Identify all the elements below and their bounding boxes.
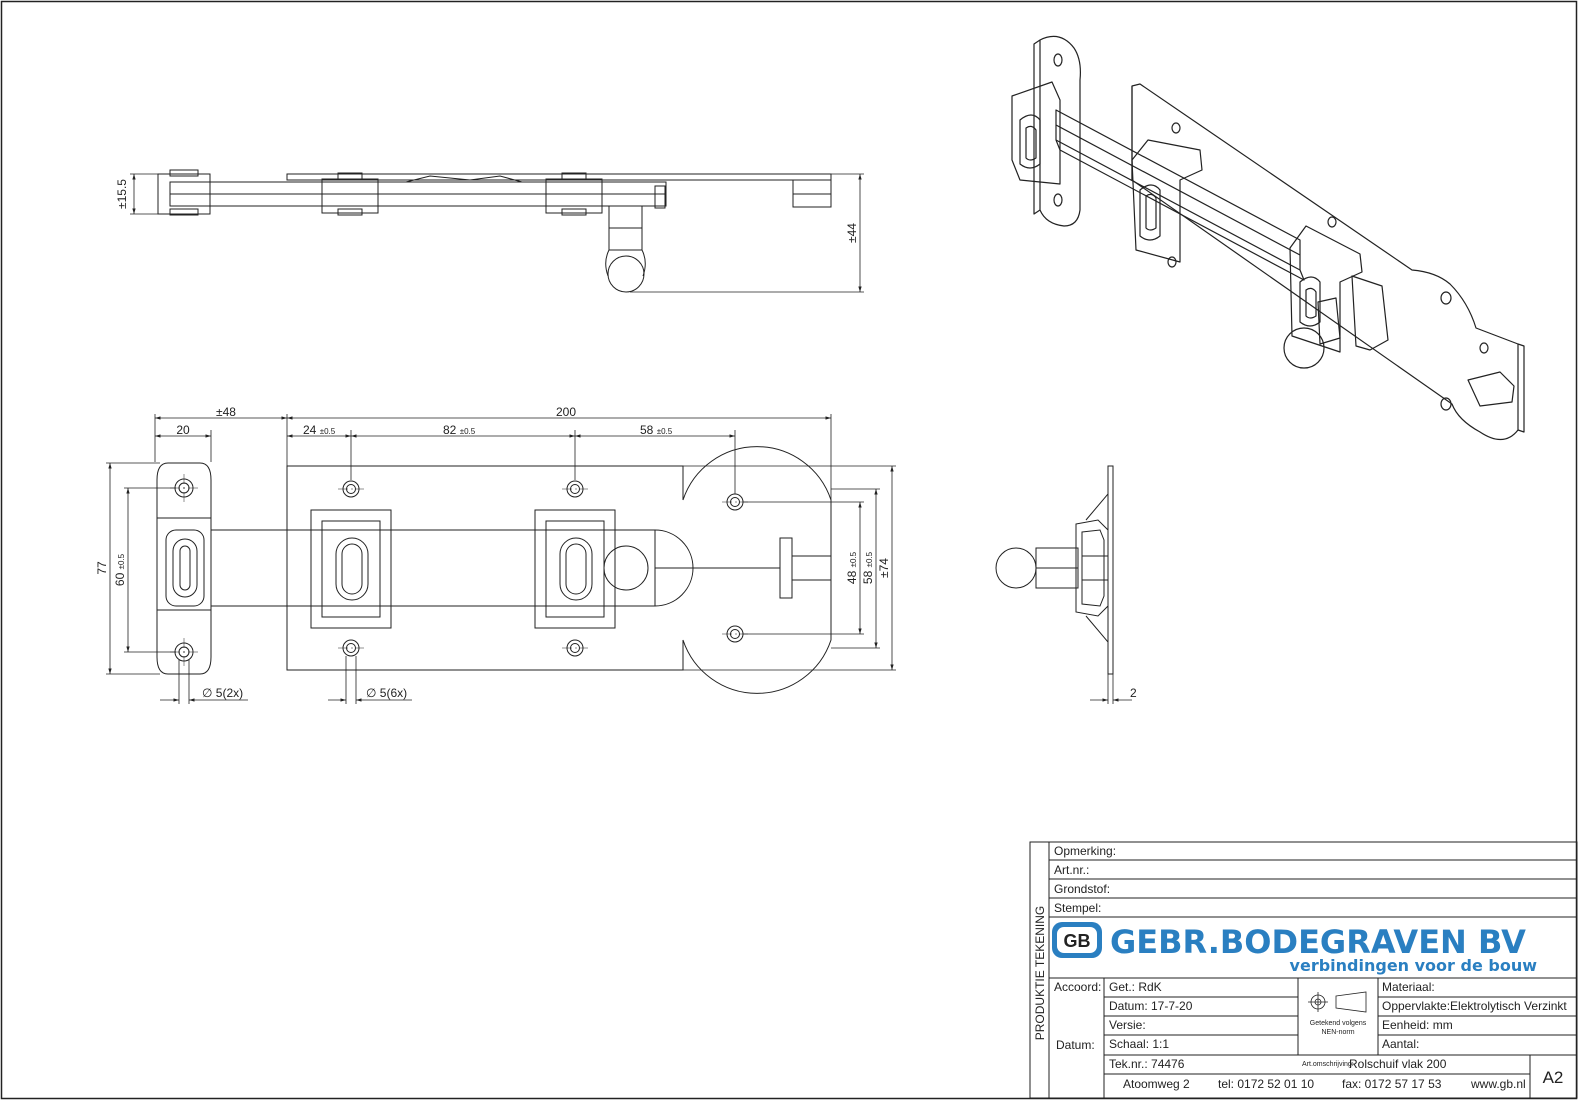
field-datum-label: Datum: — [1056, 1038, 1095, 1052]
field-web: www.gb.nl — [1470, 1077, 1526, 1091]
projection-symbol-icon — [1308, 991, 1367, 1013]
norm-line-2: NEN-norm — [1321, 1029, 1354, 1036]
center-lines — [170, 474, 748, 666]
field-adres: Atoomweg 2 — [1123, 1077, 1190, 1091]
field-artnr: Art.nr.: — [1054, 863, 1089, 877]
end-view-dimensions — [1090, 674, 1132, 704]
field-materiaal: Materiaal: — [1382, 980, 1435, 994]
field-art-omschrijving: Rolschuif vlak 200 — [1349, 1057, 1447, 1071]
field-datum: Datum: 17-7-20 — [1109, 999, 1193, 1013]
dim-thickness: 2 — [1130, 686, 1137, 700]
field-fax: fax: 0172 57 17 53 — [1342, 1077, 1442, 1091]
dim-overall-left: ±48 — [216, 405, 236, 419]
dim-plate-length: 200 — [556, 405, 576, 419]
field-aantal: Aantal: — [1382, 1037, 1419, 1051]
dim-hole-dia-staple: ∅ 5(2x) — [202, 686, 243, 700]
dim-hole-offset-3: 58 ±0.5 — [640, 423, 673, 437]
title-side-label: PRODUKTIE TEKENING — [1033, 906, 1047, 1040]
dim-side-height: ±15.5 — [115, 179, 129, 209]
end-view — [995, 465, 1114, 675]
company-logo-icon: GB — [1052, 922, 1102, 958]
title-block — [1029, 841, 1578, 1099]
norm-line-1: Getekend volgens — [1310, 1020, 1367, 1027]
company-name: GEBR.BODEGRAVEN BV — [1110, 923, 1526, 961]
dim-staple-width: 20 — [176, 423, 190, 437]
dim-knob-depth: ±44 — [845, 223, 859, 243]
dim-staple-height: 77 — [95, 561, 109, 575]
field-versie: Versie: — [1109, 1018, 1146, 1032]
field-teknr: Tek.nr.: 74476 — [1109, 1057, 1185, 1071]
field-stempel: Stempel: — [1054, 901, 1101, 915]
sheet-format: A2 — [1543, 1068, 1564, 1087]
svg-text:GB: GB — [1064, 931, 1091, 951]
field-art-omschrijving-label: Art.omschrijving: — [1302, 1061, 1354, 1068]
dim-hole-offset-1: 24 ±0.5 — [303, 423, 336, 437]
field-schaal: Schaal: 1:1 — [1109, 1037, 1169, 1051]
dim-hole-dia-plate: ∅ 5(6x) — [366, 686, 407, 700]
side-view-dimensions — [130, 173, 864, 293]
front-view — [156, 446, 832, 694]
isometric-view — [1011, 35, 1525, 441]
field-get: Get.: RdK — [1109, 980, 1162, 994]
side-view — [157, 169, 832, 293]
field-oppervlakte: Oppervlakte:Elektrolytisch Verzinkt — [1382, 999, 1567, 1013]
field-grondstof: Grondstof: — [1054, 882, 1110, 896]
field-eenheid: Eenheid: mm — [1382, 1018, 1453, 1032]
field-tel: tel: 0172 52 01 10 — [1218, 1077, 1314, 1091]
field-accoord: Accoord: — [1054, 980, 1101, 994]
dim-plate-height: ±74 — [877, 558, 891, 578]
dim-plate-hole-pitch-1: 48 ±0.5 — [845, 551, 859, 584]
front-view-dimensions — [106, 414, 896, 704]
dim-staple-hole-pitch: 60 ±0.5 — [113, 553, 127, 586]
company-tagline: verbindingen voor de bouw — [1290, 956, 1538, 975]
dim-hole-offset-2: 82 ±0.5 — [443, 423, 476, 437]
dim-plate-hole-pitch-2: 58 ±0.5 — [861, 551, 875, 584]
field-opmerking: Opmerking: — [1054, 844, 1116, 858]
